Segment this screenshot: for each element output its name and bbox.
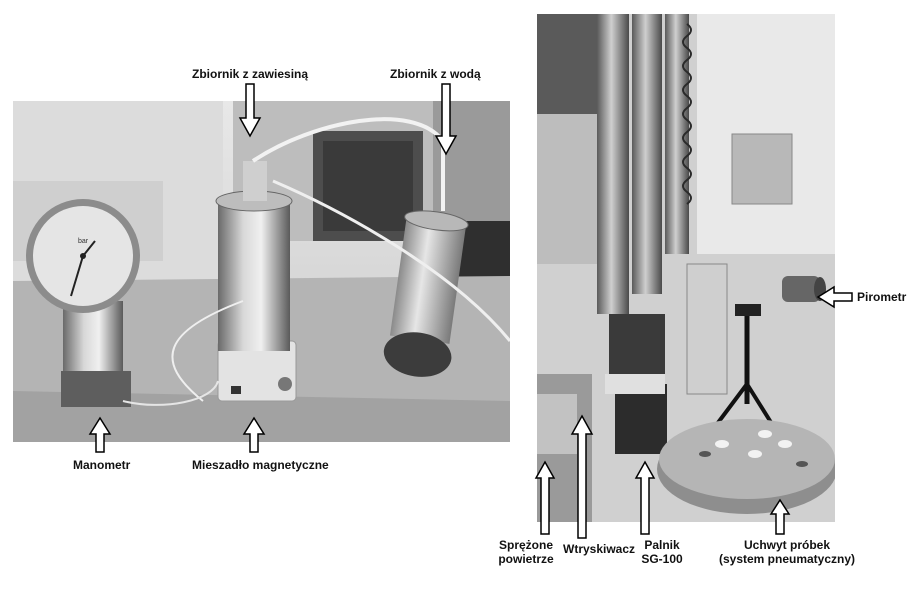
label-compressed-air-line-2: powietrze <box>498 552 554 566</box>
arrow-up-icon <box>634 460 656 535</box>
label-suspension-tank: Zbiornik z zawiesiną <box>192 67 309 81</box>
left-photo <box>13 101 510 442</box>
label-sample-holder-line-1: Uchwyt próbek <box>743 538 830 552</box>
arrow-down-icon <box>434 83 458 156</box>
arrow-down-icon <box>238 83 262 138</box>
label-compressed-air: Sprężone powietrze <box>494 538 558 566</box>
label-sample-holder-line-2: (system pneumatyczny) <box>718 552 856 566</box>
left-photo-drawing <box>13 101 510 442</box>
label-burner: Palnik SG-100 <box>632 538 692 566</box>
arrow-up-icon <box>769 498 791 535</box>
label-water-tank: Zbiornik z wodą <box>390 67 481 81</box>
label-pyrometer: Pirometr <box>857 290 907 304</box>
label-magnetic-stirrer: Mieszadło magnetyczne <box>192 458 329 472</box>
label-manometer: Manometr <box>73 458 131 472</box>
arrow-left-icon <box>816 285 853 309</box>
label-injector: Wtryskiwacz <box>563 542 636 556</box>
manometer-dial-text: bar <box>78 238 89 245</box>
label-burner-line-1: Palnik <box>644 538 680 552</box>
arrow-up-icon <box>242 416 266 453</box>
label-burner-line-2: SG-100 <box>641 552 683 566</box>
arrow-up-icon <box>570 414 594 539</box>
label-compressed-air-line-1: Sprężone <box>498 538 553 552</box>
arrow-up-icon <box>534 460 556 535</box>
arrow-up-icon <box>88 416 112 453</box>
label-sample-holder: Uchwyt próbek (system pneumatyczny) <box>712 538 862 566</box>
